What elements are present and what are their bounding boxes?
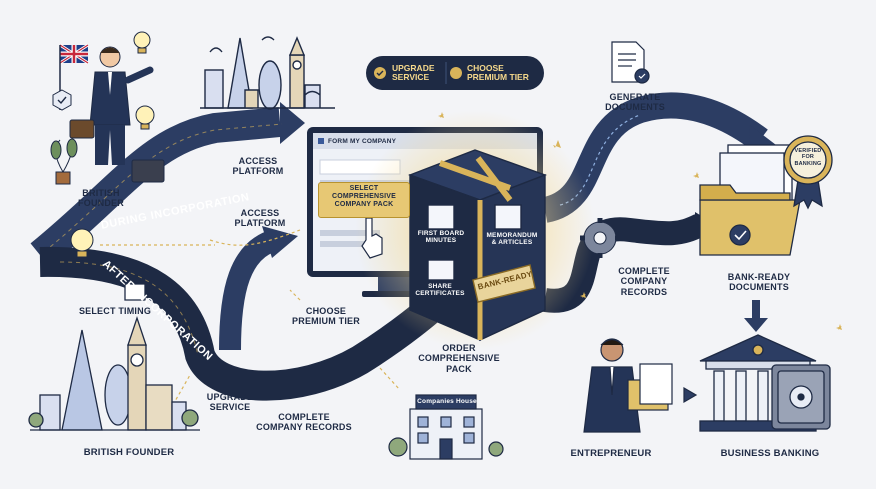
order-comprehensive-pack-label: ORDER COMPREHENSIVE PACK — [418, 343, 500, 374]
folder-icon — [699, 144, 801, 256]
gear-icon — [580, 218, 620, 258]
sparkles — [438, 112, 842, 330]
lightbulb-icon — [70, 228, 94, 258]
british-founder-bottom-label: BRITISH FOUNDER — [83, 447, 175, 458]
upgrade-service-pill[interactable]: UPGRADE SERVICE — [392, 63, 435, 82]
safe-icon — [771, 364, 831, 430]
london-skyline-bottom — [28, 315, 200, 431]
briefcase-icon — [131, 159, 165, 183]
checkmark-badge-icon — [52, 89, 72, 111]
access-platform-label-2: ACCESS PLATFORM — [234, 208, 286, 229]
select-timing-label: SELECT TIMING — [78, 306, 152, 316]
plant — [50, 138, 78, 185]
complete-company-records-bottom-label: COMPLETE COMPANY RECORDS — [256, 412, 352, 433]
lightbulb-icon — [135, 105, 155, 130]
lightbulb-icon — [133, 31, 151, 54]
pill-group — [366, 56, 544, 90]
select-pack-button[interactable]: SELECT COMPREHENSIVE COMPANY PACK — [318, 182, 410, 218]
verified-badge-icon — [783, 135, 833, 210]
upgrade-service-label: UPGRADE SERVICE — [206, 392, 254, 413]
cursor-hand-icon — [361, 217, 383, 259]
entrepreneur-label: ENTREPRENEUR — [570, 448, 652, 459]
form-my-company-header: FORM MY COMPANY — [328, 138, 397, 145]
first-board-minutes-label: FIRST BOARD MINUTES — [417, 230, 465, 245]
london-skyline-top — [200, 36, 335, 110]
british-founder-figure-top — [50, 31, 165, 185]
companies-house-sign: Companies House — [417, 398, 477, 405]
after-flow-arrow — [39, 226, 451, 401]
comprehensive-pack-box — [407, 149, 548, 342]
memorandum-articles-label: MEMORANDUM & ARTICLES — [486, 232, 538, 247]
choose-premium-tier-pill[interactable]: CHOOSE PREMIUM TIER — [467, 63, 529, 82]
briefcase-icon — [69, 119, 95, 139]
clock-icon — [124, 283, 146, 301]
british-founder-top-label: BRITISH FOUNDER — [78, 188, 124, 209]
down-arrow — [744, 300, 768, 332]
access-platform-label-1: ACCESS PLATFORM — [232, 156, 284, 177]
verified-badge-label: VERIFIED FOR BANKING — [794, 148, 822, 167]
complete-company-records-right-label: COMPLETE COMPANY RECORDS — [618, 266, 670, 297]
entrepreneur-figure — [583, 338, 698, 433]
bank-ready-documents-label: BANK-READY DOCUMENTS — [727, 272, 791, 293]
business-banking-label: BUSINESS BANKING — [720, 448, 820, 459]
generate-documents-label: GENERATE DOCUMENTS — [605, 92, 665, 113]
companies-house-building-icon — [388, 394, 504, 460]
choose-premium-tier-label: CHOOSE PREMIUM TIER — [292, 306, 360, 327]
share-certificates-label: SHARE CERTIFICATES — [415, 283, 465, 298]
document-icon — [611, 41, 650, 84]
